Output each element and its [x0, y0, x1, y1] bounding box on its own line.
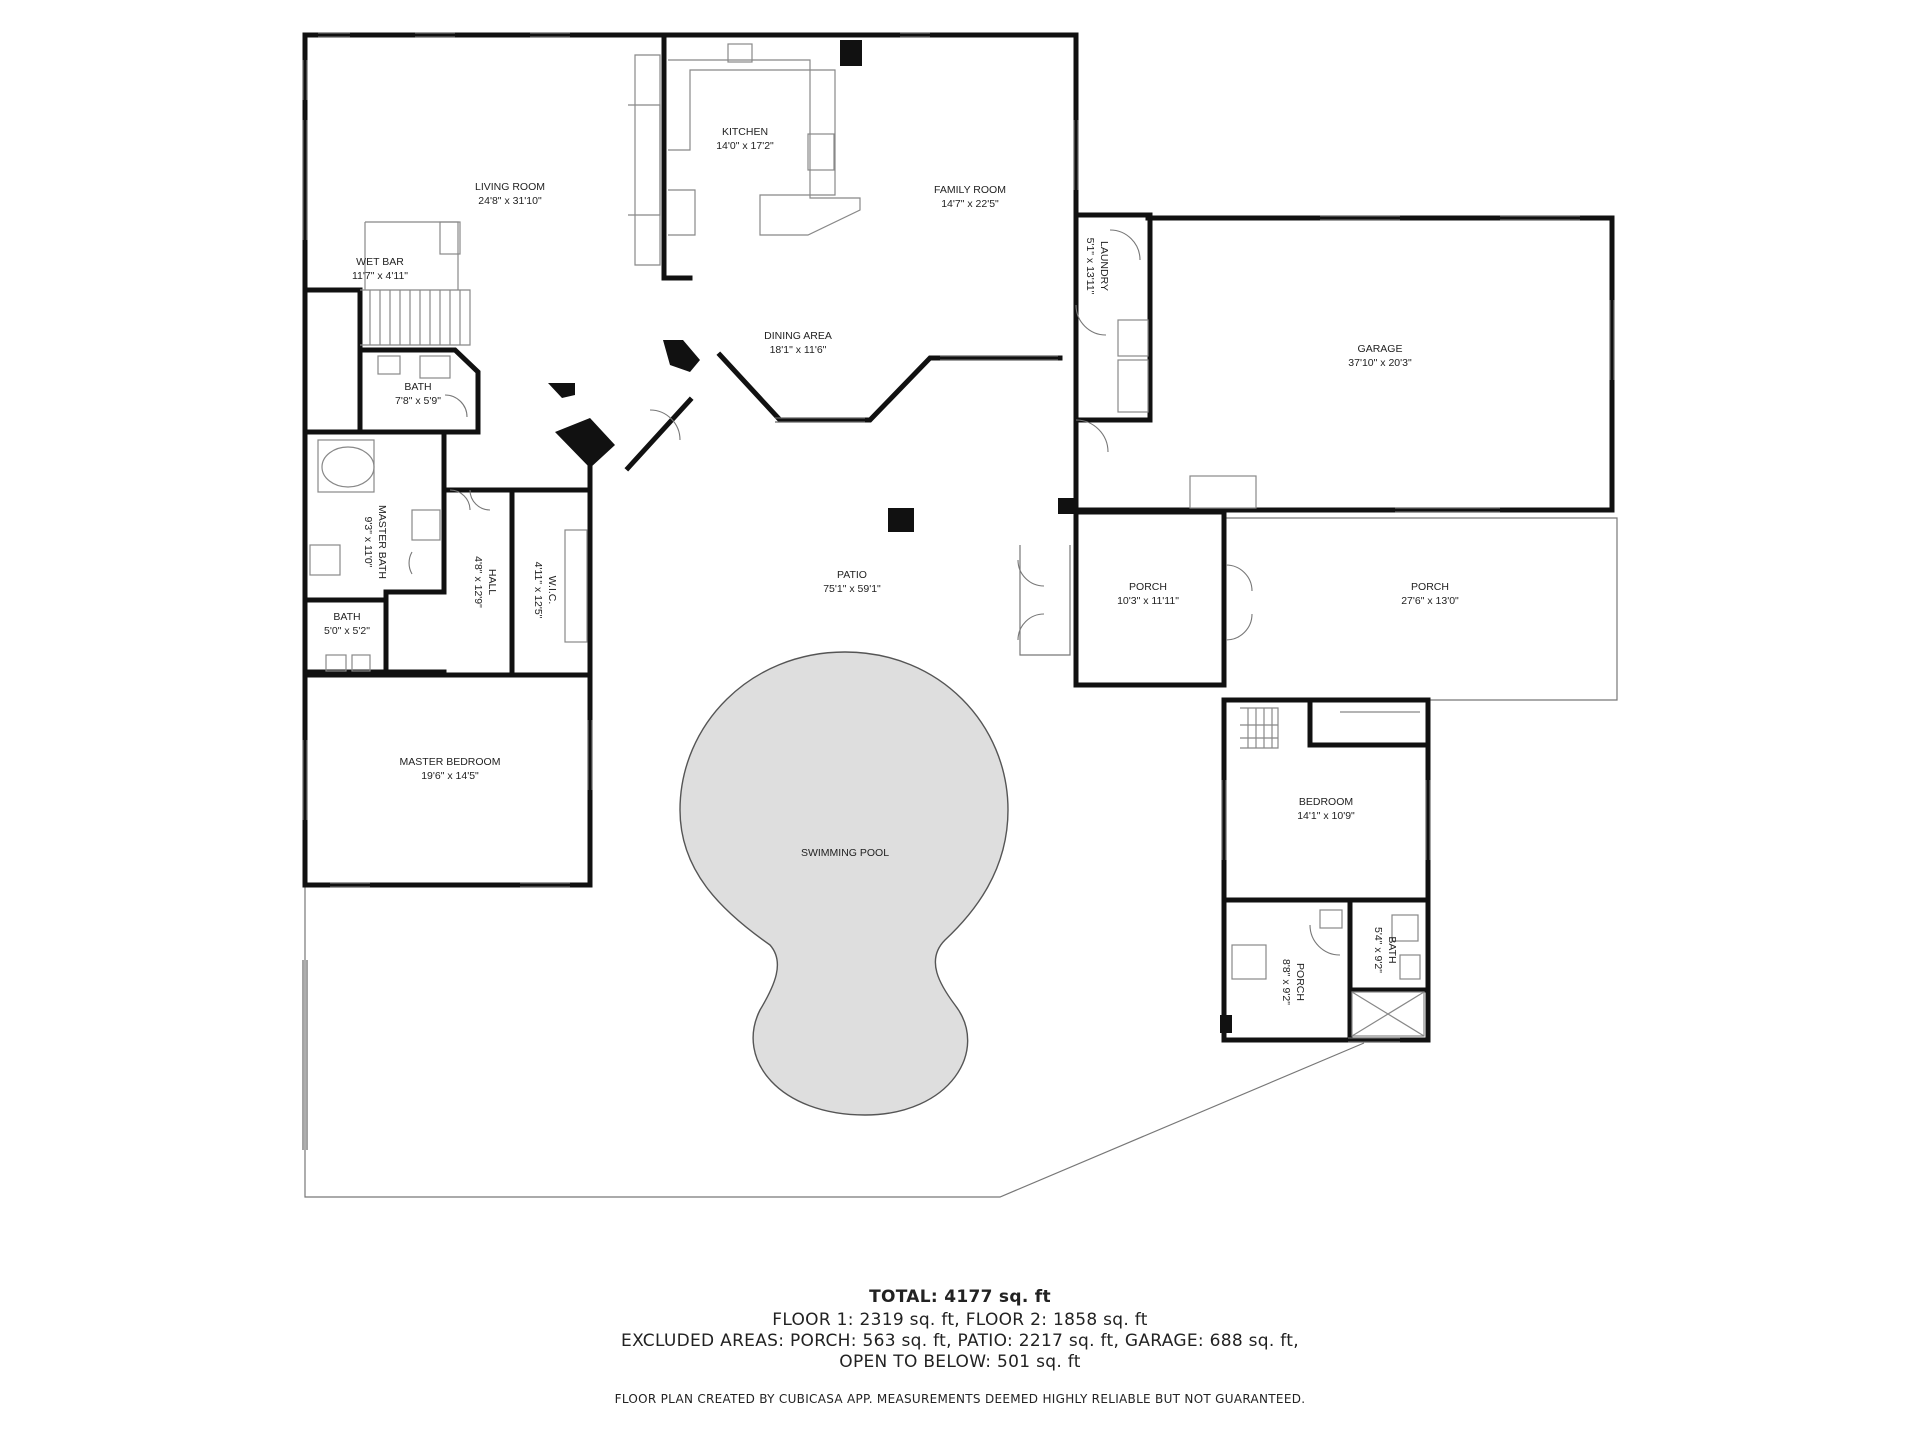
svg-text:4'8" x 12'9": 4'8" x 12'9" [472, 556, 484, 608]
svg-text:5'4" x 9'2": 5'4" x 9'2" [1372, 927, 1384, 973]
label-bath-3: BATH 5'4" x 9'2" [1372, 927, 1398, 973]
excluded-areas: EXCLUDED AREAS: PORCH: 563 sq. ft, PATIO… [621, 1331, 1299, 1351]
svg-text:PATIO: PATIO [837, 569, 867, 581]
svg-text:KITCHEN: KITCHEN [722, 126, 768, 138]
label-bedroom: BEDROOM 14'1" x 10'9" [1297, 796, 1355, 822]
label-bath-1: BATH 7'8" x 5'9" [395, 381, 441, 407]
label-hall: HALL 4'8" x 12'9" [472, 556, 498, 608]
label-porch-2: PORCH 27'6" x 13'0" [1401, 581, 1459, 607]
label-garage: GARAGE 37'10" x 20'3" [1348, 343, 1412, 369]
svg-text:LIVING ROOM: LIVING ROOM [475, 181, 545, 193]
svg-text:BEDROOM: BEDROOM [1299, 796, 1353, 808]
svg-text:27'6" x 13'0": 27'6" x 13'0" [1401, 595, 1459, 607]
svg-text:8'8" x 9'2": 8'8" x 9'2" [1280, 959, 1292, 1005]
label-master-bath: MASTER BATH 9'3" x 11'0" [362, 505, 388, 579]
svg-text:PORCH: PORCH [1411, 581, 1449, 593]
svg-text:11'7" x 4'11": 11'7" x 4'11" [352, 270, 408, 282]
room-labels: LIVING ROOM 24'8" x 31'10" KITCHEN 14'0"… [324, 126, 1459, 1005]
label-family-room: FAMILY ROOM 14'7" x 22'5" [934, 184, 1006, 210]
label-laundry: LAUNDRY 5'1" x 13'11" [1084, 238, 1110, 295]
svg-text:5'1" x 13'11": 5'1" x 13'11" [1084, 238, 1096, 295]
svg-text:14'1" x 10'9": 14'1" x 10'9" [1297, 810, 1355, 822]
svg-text:5'0" x 5'2": 5'0" x 5'2" [324, 625, 370, 637]
svg-text:MASTER BATH: MASTER BATH [376, 505, 388, 579]
svg-text:W.I.C.: W.I.C. [546, 576, 558, 605]
svg-text:SWIMMING POOL: SWIMMING POOL [801, 847, 889, 859]
svg-text:7'8" x 5'9": 7'8" x 5'9" [395, 395, 441, 407]
svg-text:24'8" x 31'10": 24'8" x 31'10" [478, 195, 542, 207]
label-wic: W.I.C. 4'11" x 12'5" [532, 562, 558, 619]
floor-areas: FLOOR 1: 2319 sq. ft, FLOOR 2: 1858 sq. … [772, 1310, 1148, 1330]
svg-text:PORCH: PORCH [1129, 581, 1167, 593]
label-porch-1: PORCH 10'3" x 11'11" [1117, 581, 1179, 607]
excluded-areas-continued: OPEN TO BELOW: 501 sq. ft [839, 1352, 1081, 1372]
label-patio: PATIO 75'1" x 59'1" [823, 569, 881, 595]
svg-text:BATH: BATH [1386, 936, 1398, 963]
label-wet-bar: WET BAR 11'7" x 4'11" [352, 256, 408, 282]
svg-text:14'0" x 17'2": 14'0" x 17'2" [716, 140, 774, 152]
svg-text:4'11" x 12'5": 4'11" x 12'5" [532, 562, 544, 619]
svg-text:LAUNDRY: LAUNDRY [1098, 241, 1110, 291]
svg-text:WET BAR: WET BAR [356, 256, 404, 268]
svg-text:19'6" x 14'5": 19'6" x 14'5" [421, 770, 479, 782]
label-master-bedroom: MASTER BEDROOM 19'6" x 14'5" [400, 756, 501, 782]
svg-text:GARAGE: GARAGE [1358, 343, 1403, 355]
svg-text:BATH: BATH [333, 611, 360, 623]
label-living-room: LIVING ROOM 24'8" x 31'10" [475, 181, 545, 207]
fixtures [309, 43, 1425, 1037]
walls [302, 32, 1615, 1043]
svg-text:37'10" x 20'3": 37'10" x 20'3" [1348, 357, 1412, 369]
pillars [548, 40, 1232, 1033]
windows [302, 32, 1615, 1150]
svg-text:MASTER BEDROOM: MASTER BEDROOM [400, 756, 501, 768]
svg-text:DINING AREA: DINING AREA [764, 330, 832, 342]
total-area: TOTAL: 4177 sq. ft [869, 1287, 1051, 1307]
svg-text:14'7" x 22'5": 14'7" x 22'5" [941, 198, 999, 210]
svg-text:BATH: BATH [404, 381, 431, 393]
label-bath-2: BATH 5'0" x 5'2" [324, 611, 370, 637]
svg-text:18'1" x 11'6": 18'1" x 11'6" [770, 344, 827, 356]
svg-text:9'3" x 11'0": 9'3" x 11'0" [362, 517, 374, 568]
doors [408, 229, 1341, 956]
label-swimming-pool: SWIMMING POOL [801, 847, 889, 859]
swimming-pool-shape [679, 651, 1009, 1116]
svg-text:10'3" x 11'11": 10'3" x 11'11" [1117, 595, 1179, 607]
svg-text:HALL: HALL [486, 569, 498, 595]
disclaimer: FLOOR PLAN CREATED BY CUBICASA APP. MEAS… [614, 1392, 1306, 1406]
svg-text:PORCH: PORCH [1294, 963, 1306, 1001]
svg-text:FAMILY ROOM: FAMILY ROOM [934, 184, 1006, 196]
svg-text:75'1" x 59'1": 75'1" x 59'1" [823, 583, 881, 595]
label-porch-3: PORCH 8'8" x 9'2" [1280, 959, 1306, 1005]
label-dining-area: DINING AREA 18'1" x 11'6" [764, 330, 832, 356]
label-kitchen: KITCHEN 14'0" x 17'2" [716, 126, 774, 152]
